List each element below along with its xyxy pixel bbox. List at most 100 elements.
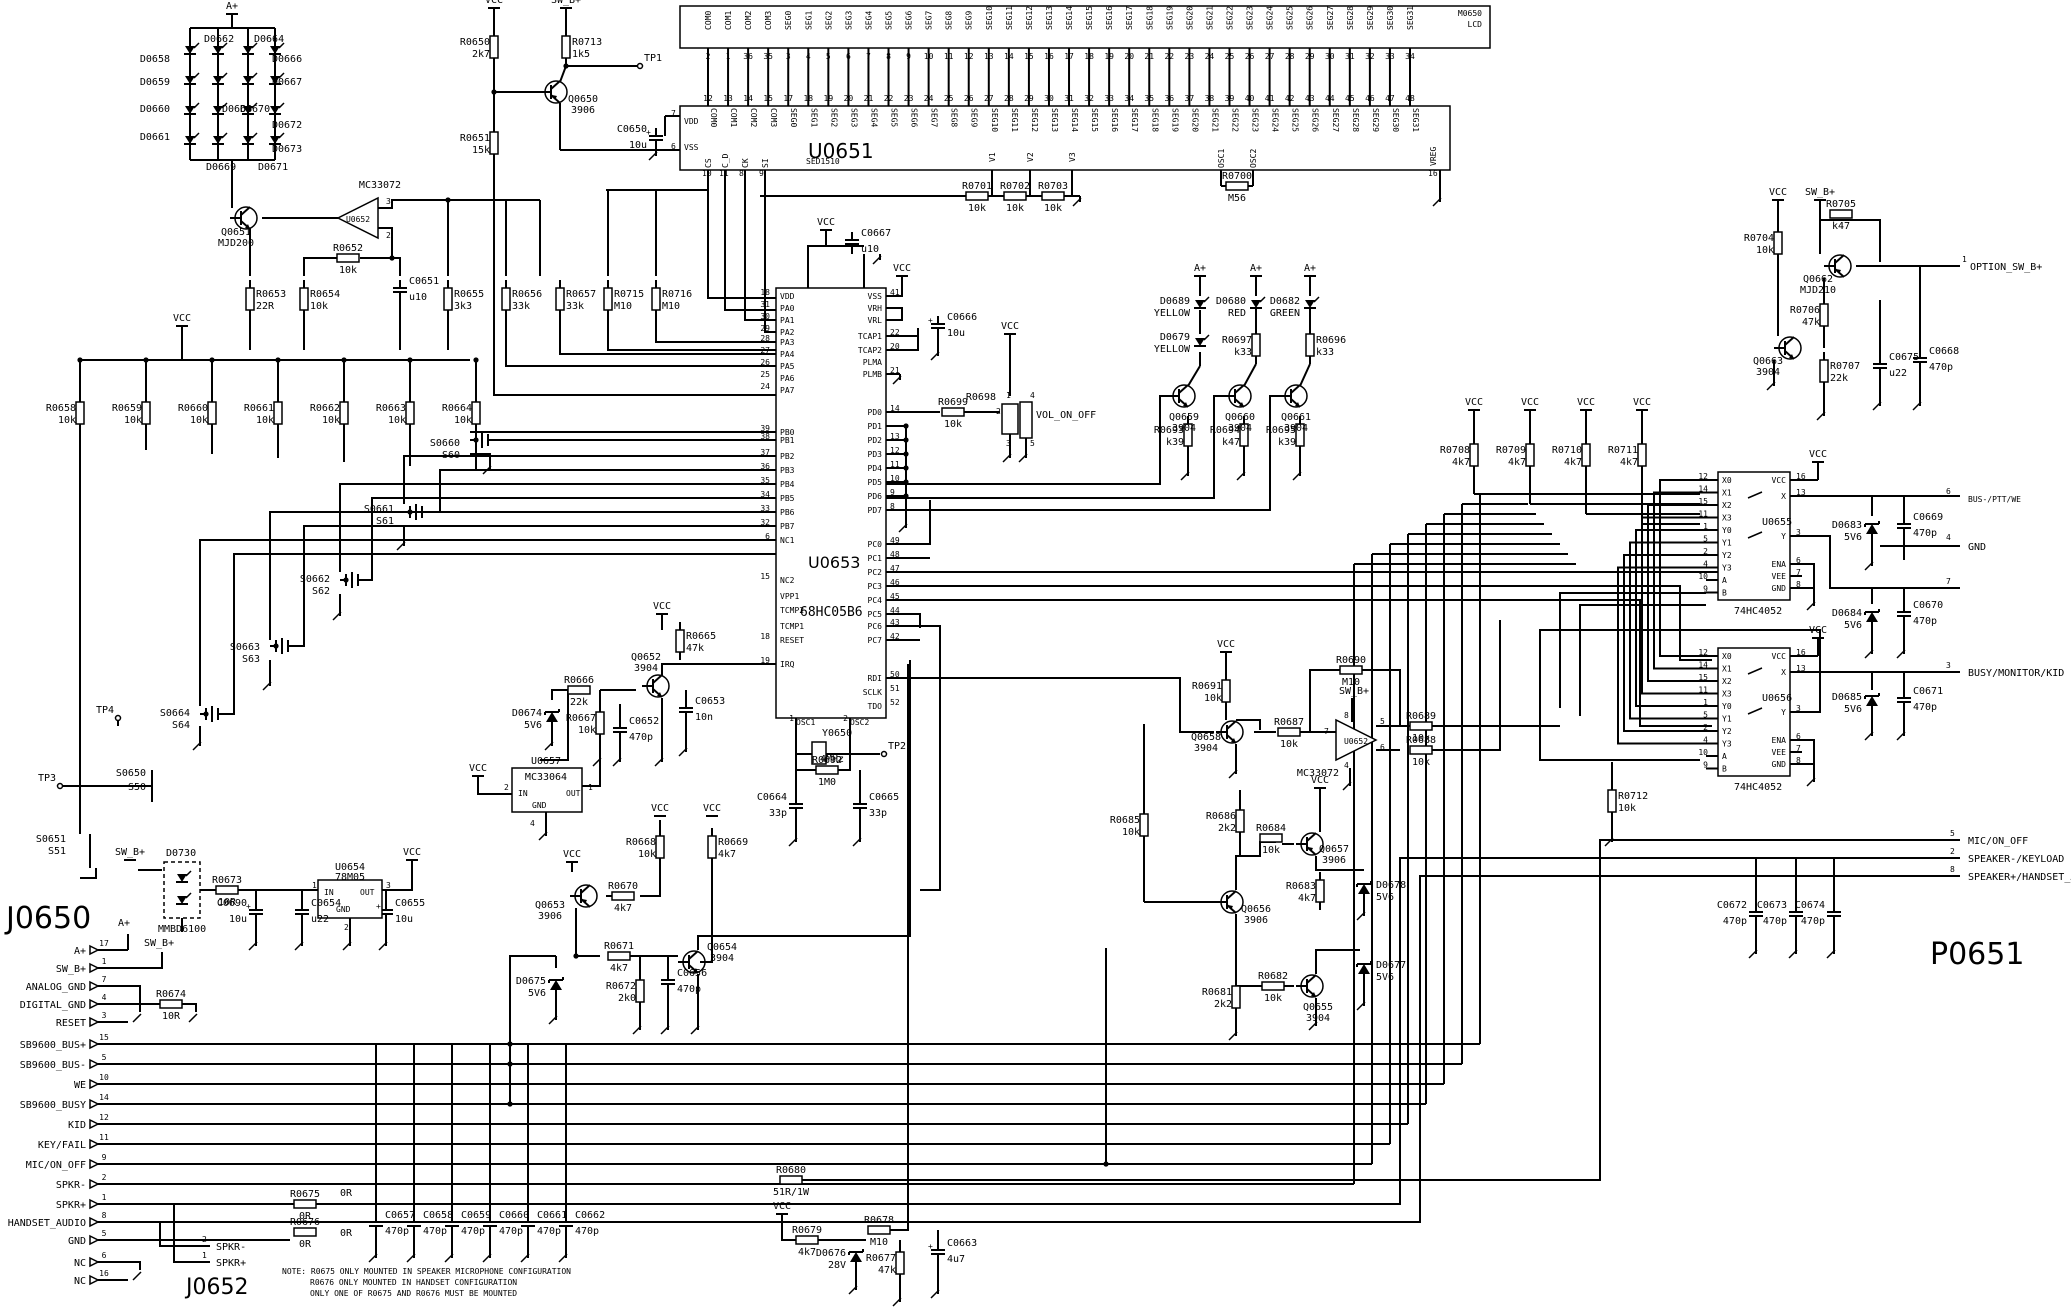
transistor-ref: Q0653 [535, 900, 565, 911]
resistor-value: 10k [190, 415, 208, 426]
ground-symbol [848, 1285, 858, 1295]
note-text: NOTE: R0675 ONLY MOUNTED IN SPEAKER MICR… [282, 1267, 571, 1276]
wire [886, 335, 919, 351]
regulator-pin: IN [324, 888, 334, 897]
ground-symbol [1228, 769, 1238, 779]
wire [655, 318, 776, 343]
driver-bottom-pin: 11 [719, 169, 729, 178]
mux-part: 74HC4052 [1734, 782, 1782, 793]
driver-signal: SEG12 [1030, 108, 1039, 132]
mux-pin-num: 13 [1796, 488, 1806, 497]
mux-pin-num: 3 [1796, 528, 1801, 537]
capacitor-ref: C0658 [423, 1210, 453, 1221]
wire [403, 455, 776, 504]
connector-arrow [89, 1078, 100, 1090]
transistor-ref: Q0655 [1303, 1002, 1333, 1013]
wire [1635, 529, 1706, 707]
transistor-arrow [1239, 402, 1244, 407]
mux-pin-num: 9 [1703, 585, 1708, 594]
supply-label: VCC [485, 0, 503, 6]
transistor [574, 884, 598, 908]
wire [1306, 832, 1317, 842]
led-diode [270, 106, 280, 114]
resistor-value: 22k [1830, 373, 1848, 384]
diode-ref: D0684 [1832, 608, 1862, 619]
transistor-arrow [1183, 402, 1188, 407]
mux-pin-num: 15 [1698, 673, 1708, 682]
opamp-pin: 3 [386, 197, 391, 206]
lcd-pin: 27 [1265, 52, 1275, 61]
resistor-value: 10k [1756, 245, 1774, 256]
resistor [1525, 443, 1535, 467]
ground-symbol [930, 351, 940, 361]
driver-signal: SEG10 [990, 108, 999, 132]
driver-pin-num: 7 [671, 109, 676, 118]
mcu-left-pin-name: PA6 [780, 374, 795, 383]
driver-pin: 32 [1084, 94, 1094, 103]
capacitor-ref: C0656 [677, 968, 707, 979]
ground-symbol [1766, 381, 1776, 391]
mcu-left-pin-num: 18 [760, 288, 770, 297]
driver-bottom-pin: 16 [1428, 169, 1438, 178]
resistor-ref: R0662 [310, 403, 340, 414]
resistor [1637, 443, 1647, 467]
polarity-mark: + [246, 902, 251, 911]
lcd-pin: 18 [1084, 52, 1094, 61]
mcu-left-pin-name: TCMP2 [780, 606, 804, 615]
wire [303, 257, 337, 276]
wire [886, 599, 1712, 727]
resistor-value: 10k [58, 415, 76, 426]
pot-pin: 2 [996, 407, 1001, 416]
switch-value: S63 [242, 654, 260, 665]
wire [724, 196, 776, 311]
j0650-pin-name: SB9600_BUSY [20, 1100, 86, 1111]
lcd-pin: 12 [964, 52, 974, 61]
resistor-ref: R0711 [1608, 445, 1638, 456]
j0650-pin-name: SPKR+ [56, 1200, 86, 1211]
ground-symbol [872, 255, 882, 265]
j0650-pin-name: A+ [74, 946, 86, 957]
mux-pin-num: 16 [1796, 472, 1806, 481]
led-ref: D0667 [272, 77, 302, 88]
driver-pin: 39 [1225, 94, 1235, 103]
mux-ref: U0655 [1762, 517, 1792, 528]
mux-pin-name: ENA [1772, 736, 1787, 745]
led-ray [221, 102, 228, 109]
mcu-left-pin-num: 26 [760, 358, 770, 367]
driver-pin: 26 [964, 94, 974, 103]
resistor-ref: R0713 [572, 37, 602, 48]
zener-diode [850, 1252, 862, 1262]
mcu-left-pin-num: 36 [760, 462, 770, 471]
wire [505, 318, 776, 367]
ground-symbol [406, 1253, 416, 1263]
wire [1178, 384, 1189, 394]
p0651-pin-num: 1 [1962, 255, 1967, 264]
ground-symbol [1748, 949, 1758, 959]
lcd-signal: SEG17 [1125, 6, 1134, 30]
j0650-pin-num: 8 [102, 1211, 107, 1220]
transistor-ref: Q0661 [1281, 412, 1311, 423]
ground-symbol [332, 611, 342, 621]
j0650-pin-name: SB9600_BUS+ [20, 1040, 86, 1051]
resistor-ref: R0685 [1110, 815, 1140, 826]
supply-label: VCC [1311, 775, 1329, 786]
driver-signal: SEG31 [1411, 108, 1420, 132]
capacitor-ref: C0672 [1717, 900, 1747, 911]
driver-bottom-signal: OSC1 [1217, 149, 1226, 168]
led-ray [1203, 296, 1210, 303]
capacitor-value: 470p [1913, 616, 1937, 627]
lcd-name: LCD [1468, 20, 1483, 29]
led-diode [177, 896, 187, 904]
opamp-part: MC33072 [1297, 768, 1339, 779]
resistor-value: 1k5 [572, 49, 590, 60]
transistor [1300, 974, 1324, 998]
j0650-pin-num: 9 [102, 1153, 107, 1162]
wire [764, 196, 776, 333]
regulator-pin-num: 3 [386, 881, 391, 890]
mcu-right-pin-num: 48 [890, 550, 900, 559]
lcd-signal: SEG29 [1366, 6, 1375, 30]
ground-symbol [648, 151, 658, 161]
led-ray [221, 42, 228, 49]
components [56, 5, 1878, 1286]
